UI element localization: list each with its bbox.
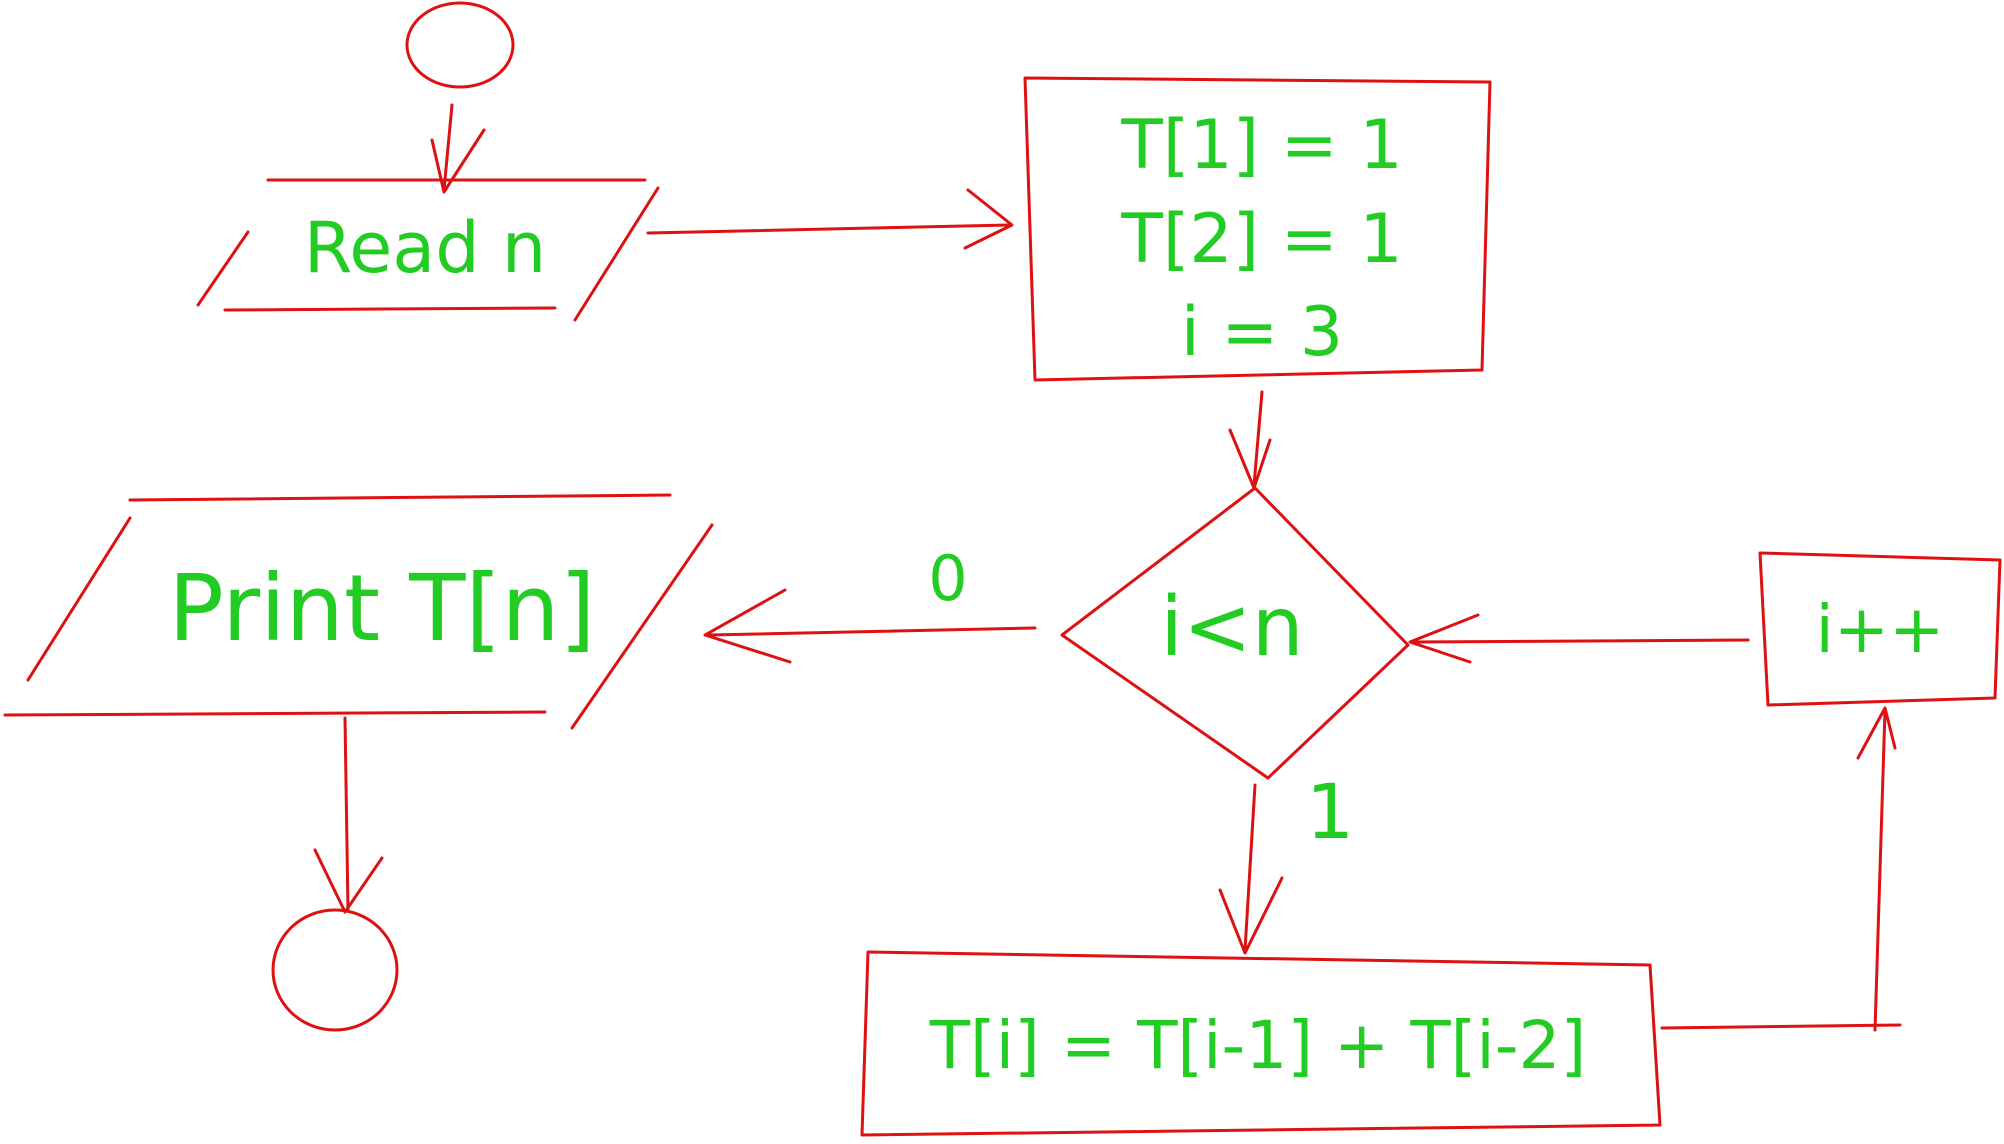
compute-label: T[i] = T[i-1] + T[i-2]: [929, 1007, 1587, 1084]
arrow-head: [1218, 876, 1284, 955]
print-bottom-edge: [3, 710, 547, 717]
arrow-line: [1413, 638, 1750, 644]
arrow-read-to-init: [646, 188, 1014, 250]
arrow-head: [430, 128, 486, 194]
init-line-3: i = 3: [1181, 293, 1343, 372]
start-node: [405, 1, 515, 89]
increment-box: [1758, 551, 2002, 707]
print-left-edge: [26, 516, 132, 682]
false-branch-label: 0: [928, 542, 967, 615]
arrow-line: [646, 223, 1012, 235]
print-node: Print T[n]: [3, 493, 714, 730]
read-node: Read n: [196, 178, 660, 322]
print-right-edge: [570, 523, 714, 730]
read-left-edge: [196, 230, 250, 307]
arrow-init-to-decision: [1228, 390, 1272, 490]
read-bottom-edge: [223, 306, 557, 312]
arrow-line: [708, 626, 1037, 637]
arrow-start-to-read: [430, 103, 486, 194]
init-box: [1023, 76, 1492, 382]
init-line-2: T[2] = 1: [1120, 200, 1402, 279]
arrow-head: [1408, 613, 1480, 664]
print-label: Print T[n]: [168, 555, 595, 662]
arrow-decision-to-print: 0: [703, 542, 1037, 664]
end-circle: [271, 908, 399, 1032]
print-top-edge: [128, 493, 672, 502]
arrow-line: [442, 103, 454, 192]
arrow-head: [1228, 428, 1272, 490]
arrow-head: [1856, 706, 1897, 760]
arrow-head: [963, 188, 1014, 250]
arrow-print-to-end: [313, 716, 384, 914]
decision-diamond: [1060, 486, 1410, 780]
decision-label: i<n: [1160, 580, 1303, 675]
increment-node: i++: [1758, 551, 2002, 707]
arrow-line: [1252, 390, 1264, 487]
arrow-head: [703, 588, 792, 664]
arrow-line: [1243, 783, 1257, 952]
increment-label: i++: [1816, 591, 1945, 668]
read-label: Read n: [304, 207, 547, 289]
init-line-1: T[1] = 1: [1120, 106, 1402, 185]
arrow-decision-to-compute: 1: [1218, 767, 1354, 955]
arrow-line: [343, 716, 350, 912]
compute-box: [860, 950, 1662, 1137]
compute-node: T[i] = T[i-1] + T[i-2]: [860, 950, 1662, 1137]
arrow-line-vertical: [1873, 708, 1887, 1032]
arrow-increment-to-decision: [1408, 613, 1750, 664]
arrow-line-horizontal: [1660, 1023, 1902, 1030]
decision-node: i<n: [1060, 486, 1410, 780]
true-branch-label: 1: [1306, 767, 1354, 856]
init-node: T[1] = 1 T[2] = 1 i = 3: [1023, 76, 1492, 382]
arrow-compute-to-increment: [1660, 706, 1902, 1032]
end-node: [271, 908, 399, 1032]
start-circle: [405, 1, 515, 89]
read-right-edge: [573, 186, 660, 322]
